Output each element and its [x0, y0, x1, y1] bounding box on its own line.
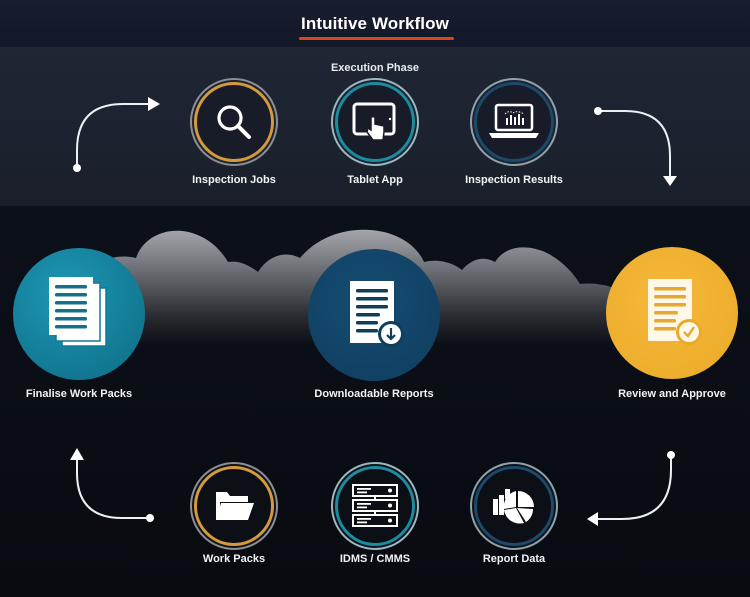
- tablet-touch-icon: [352, 102, 396, 141]
- title-underline: [299, 37, 454, 40]
- document-check-icon: [648, 279, 702, 345]
- pie-bar-chart-icon: [493, 489, 534, 524]
- arrow-top-left: [76, 103, 150, 168]
- page-title: Intuitive Workflow: [301, 14, 449, 33]
- inspection-jobs-label: Inspection Jobs: [192, 174, 276, 186]
- finalise-work-packs-label: Finalise Work Packs: [25, 388, 133, 400]
- downloadable-reports-label: Downloadable Reports: [314, 388, 434, 400]
- review-and-approve-label: Review and Approve: [618, 388, 726, 400]
- idms-cmms-label: IDMS / CMMS: [339, 553, 411, 565]
- header-bar: Intuitive Workflow: [0, 0, 750, 47]
- arrow-top-right: [598, 110, 671, 178]
- server-stack-icon: [352, 484, 398, 527]
- tablet-app-label: Tablet App: [347, 174, 403, 186]
- arrow-bottom-right: [596, 455, 672, 520]
- work-packs-label: Work Packs: [202, 553, 266, 565]
- report-data-label: Report Data: [482, 553, 546, 565]
- magnifier-icon: [217, 105, 251, 139]
- document-stack-icon: [49, 277, 107, 347]
- document-download-icon: [350, 281, 404, 347]
- execution-phase-label: Execution Phase: [330, 62, 420, 74]
- inspection-results-label: Inspection Results: [465, 174, 563, 186]
- arrow-bottom-left: [76, 458, 150, 519]
- laptop-chart-icon: [489, 103, 539, 138]
- folder-icon: [216, 492, 254, 520]
